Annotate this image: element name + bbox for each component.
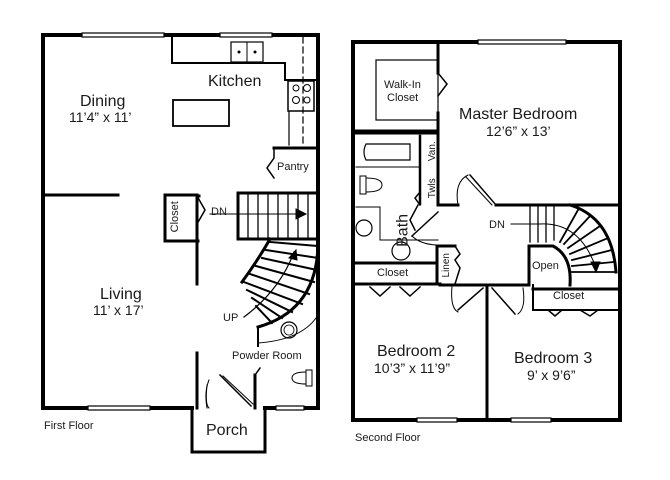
second-floor-windows [416,39,567,423]
room-dims-bedroom2: 10’3” x 11’9” [374,360,451,376]
room-label-closet-left: Closet [377,267,409,279]
room-label-open: Open [532,260,559,272]
room-label-linen: Linen [440,253,452,278]
room-label-living: Living [100,286,142,303]
room-label-master-bedroom: Master Bedroom [459,106,578,123]
room-label-bath: Bath [394,213,412,247]
caption-first-floor: First Floor [44,420,94,432]
room-label-closet-right: Closet [553,290,585,302]
room-label-porch: Porch [206,422,248,439]
stair-label-up: UP [223,312,239,324]
room-dims-master-bedroom: 12’6” x 13’ [486,123,551,139]
room-label-bedroom3: Bedroom 3 [514,350,593,367]
room-label-towels: Twls [426,178,438,199]
room-label-kitchen: Kitchen [208,73,262,90]
stair-label-down-2: DN [489,219,505,231]
room-dims-living: 11’ x 17’ [93,302,144,318]
room-label-dining: Dining [80,93,126,110]
room-label-vanity: Van. [426,141,438,162]
caption-second-floor: Second Floor [355,432,421,444]
room-label-pantry: Pantry [277,161,309,173]
room-label-powder-room: Powder Room [232,350,302,362]
room-label-walk-in-line2: Closet [387,92,419,104]
stair-label-down: DN [211,206,227,218]
room-label-walk-in-line1: Walk-In [384,79,421,91]
first-floor-walls [41,33,320,454]
room-dims-bedroom3: 9’ x 9’6” [527,367,576,383]
first-floor-windows [81,32,305,411]
room-dims-dining: 11’4” x 11’ [69,109,132,125]
room-label-bedroom2: Bedroom 2 [377,343,456,360]
room-label-closet: Closet [169,201,182,233]
